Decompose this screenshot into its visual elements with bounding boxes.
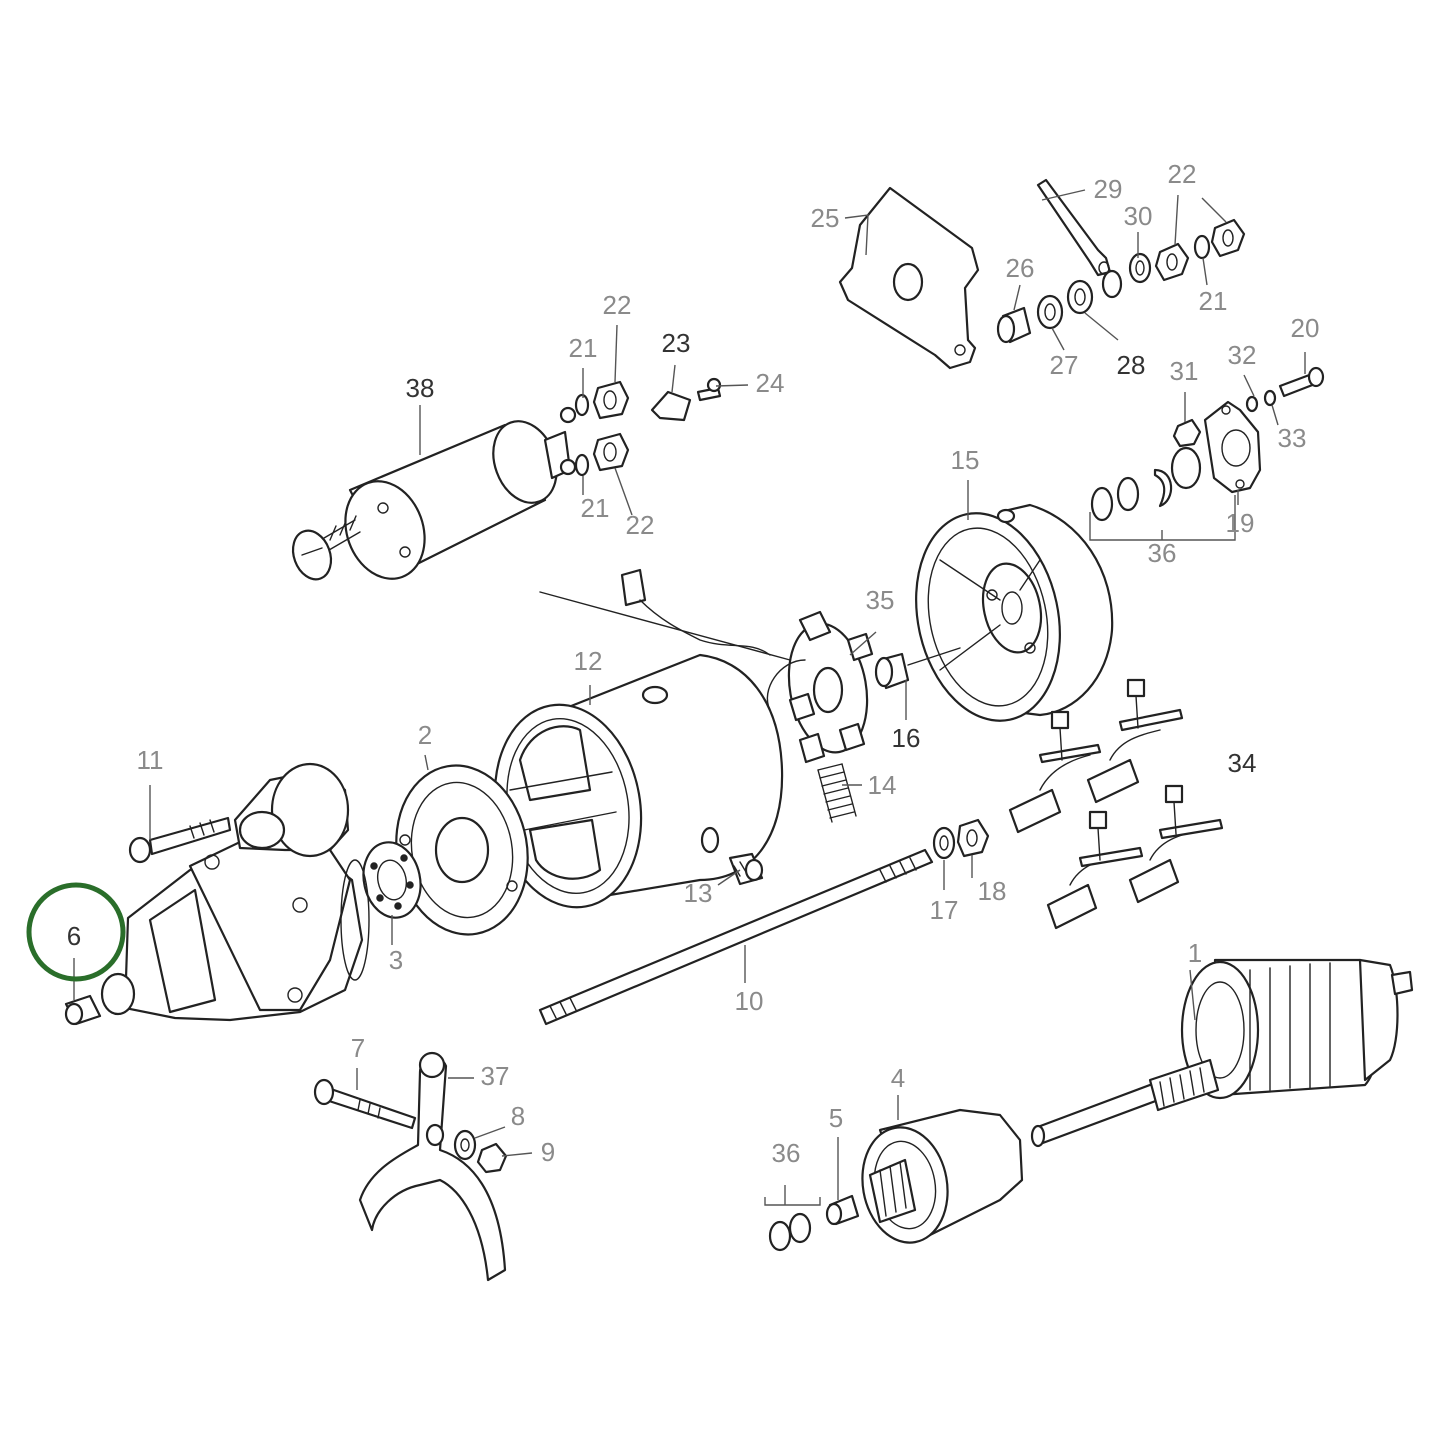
callout-label-21-a: 21 (569, 333, 598, 363)
cap-flange-part (1203, 400, 1262, 494)
callout-label-13: 13 (684, 878, 713, 908)
callout-label-10: 10 (735, 986, 764, 1016)
brush-set-part (1008, 678, 1224, 930)
field-housing-part (493, 653, 784, 909)
callout-label-29: 29 (1094, 174, 1123, 204)
ball-bearing-part (362, 841, 422, 919)
callout-label-35: 35 (866, 585, 895, 615)
callout-label-9: 9 (541, 1137, 555, 1167)
callout-labels: 1 2 3 4 5 6 7 8 9 10 11 12 13 14 15 16 1… (67, 159, 1320, 1168)
end-plate-part (838, 186, 980, 370)
washer-part (574, 453, 590, 477)
pivot-pin-part (313, 1078, 417, 1130)
callout-label-33: 33 (1278, 423, 1307, 453)
callout-label-25: 25 (811, 203, 840, 233)
callout-label-18: 18 (978, 876, 1007, 906)
callout-label-16: 16 (892, 723, 921, 753)
tie-rod-part (538, 848, 934, 1026)
ring-part (788, 1212, 812, 1244)
washer-part (1128, 252, 1152, 284)
shift-fork-part (358, 1051, 507, 1282)
callout-label-3: 3 (389, 945, 403, 975)
ring-part (1116, 476, 1140, 512)
callout-label-22-a: 22 (603, 290, 632, 320)
pole-screw-part (728, 852, 764, 886)
circlip-part (1153, 468, 1173, 508)
armature-part (1030, 958, 1414, 1148)
callout-label-22-b: 22 (626, 510, 655, 540)
nut-part (1154, 242, 1190, 282)
callout-label-22-c: 22 (1168, 159, 1197, 189)
nut-part (1172, 418, 1202, 448)
washer-part (574, 393, 590, 417)
callout-label-36-a: 36 (1148, 538, 1177, 568)
callout-label-2: 2 (418, 720, 432, 750)
callout-label-8: 8 (511, 1101, 525, 1131)
clip-part (650, 390, 692, 422)
washer-part (932, 826, 956, 860)
callout-label-34: 34 (1228, 748, 1257, 778)
nut-part (476, 1142, 508, 1174)
callout-label-38: 38 (406, 373, 435, 403)
callout-label-7: 7 (351, 1033, 365, 1063)
stop-ring-part (825, 1194, 860, 1226)
terminal-part (620, 568, 647, 607)
callout-label-4: 4 (891, 1063, 905, 1093)
washer-part (1066, 279, 1094, 315)
callout-label-20: 20 (1291, 313, 1320, 343)
callout-label-11: 11 (137, 745, 164, 775)
callout-label-32: 32 (1228, 340, 1257, 370)
drive-pinion-part (861, 1108, 1024, 1244)
brush-holder-part (766, 610, 874, 764)
callout-label-21-c: 21 (1199, 286, 1228, 316)
washer-part (453, 1129, 477, 1161)
callout-label-5: 5 (829, 1103, 843, 1133)
ring-part (1090, 486, 1114, 522)
o-ring-part (1170, 446, 1202, 490)
highlight-circle (26, 882, 126, 982)
callout-label-1: 1 (1188, 938, 1202, 968)
callout-label-27: 27 (1050, 350, 1079, 380)
washer-part (1263, 389, 1277, 407)
washer-part (1193, 234, 1211, 260)
solenoid-part (291, 406, 577, 581)
callout-label-12: 12 (574, 646, 603, 676)
callout-label-14: 14 (868, 770, 897, 800)
bolt-part (128, 816, 232, 864)
bushing-part (874, 652, 910, 690)
nut-part (592, 380, 630, 420)
callout-label-24: 24 (756, 368, 785, 398)
callout-label-6: 6 (67, 921, 81, 951)
callout-label-23: 23 (662, 328, 691, 358)
ring-part (768, 1220, 792, 1252)
callout-label-19: 19 (1226, 508, 1255, 538)
callout-label-28: 28 (1117, 350, 1146, 380)
bushing-part-6 (64, 994, 102, 1026)
end-housing-part (915, 503, 1114, 722)
drive-end-housing-part (100, 762, 370, 1022)
callout-label-17: 17 (930, 895, 959, 925)
nut-part (956, 818, 990, 858)
washer-part (1245, 395, 1259, 413)
callout-label-21-b: 21 (581, 493, 610, 523)
washer-part (1101, 269, 1123, 299)
spring-part (817, 763, 857, 823)
callout-label-31: 31 (1170, 356, 1199, 386)
callout-label-36-b: 36 (772, 1138, 801, 1168)
intermediate-plate-part (395, 764, 529, 936)
callout-label-15: 15 (951, 445, 980, 475)
nut-part (592, 432, 630, 472)
callout-label-37: 37 (481, 1061, 510, 1091)
callout-label-26: 26 (1006, 253, 1035, 283)
washer-part (1036, 294, 1064, 330)
nut-part (1210, 218, 1246, 258)
callout-label-30: 30 (1124, 201, 1153, 231)
sleeve-part (996, 306, 1032, 344)
